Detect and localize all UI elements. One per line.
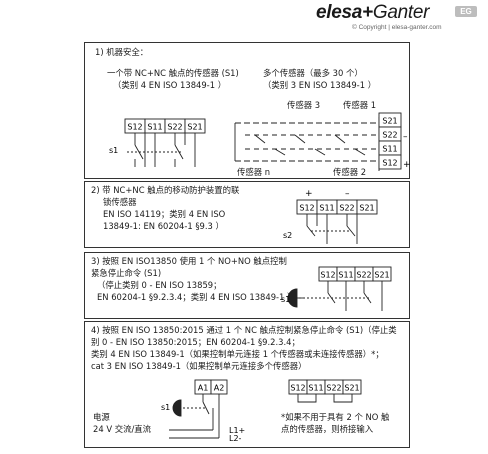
bridge-note-line2: 点的传感器，则桥接输入 xyxy=(281,424,374,434)
sensor2-label: 传感器 2 xyxy=(333,167,367,177)
logo-plus: + xyxy=(362,2,373,23)
section1-multi-line1: 多个传感器（最多 30 个） xyxy=(263,68,363,78)
terminal-s12: S12 xyxy=(299,204,314,213)
minus-sign: – xyxy=(345,189,350,199)
terminal-s11: S11 xyxy=(147,123,162,132)
power-label1: 电源 xyxy=(93,412,110,422)
right-terminal-s22: S22 xyxy=(382,131,397,140)
terminal-s11: S11 xyxy=(319,204,334,213)
terminal-s12: S12 xyxy=(127,123,142,132)
sensor-n-label: 传感器 n xyxy=(237,167,271,177)
section1-title: 1) 机器安全： xyxy=(95,47,149,57)
terminal-s21: S21 xyxy=(359,204,374,213)
section4-line2: 别 0 - EN ISO 13850:2015；EN 60204-1 §9.2.… xyxy=(91,337,300,347)
section2-line1: 2) 带 NC+NC 触点的移动防护装置的联 xyxy=(91,185,240,195)
sensor1-label: 传感器 1 xyxy=(343,100,377,110)
switch-contacts xyxy=(127,133,196,167)
section1-multi-line2: （类别 3 EN ISO 13849-1 ） xyxy=(263,80,377,90)
single-sensor-diagram: S12 S11 S22 S21 s1 xyxy=(109,118,206,167)
brand-logo: elesa+Ganter xyxy=(316,2,429,24)
section1-single-line2: （类别 4 EN ISO 13849-1 ） xyxy=(113,80,227,90)
plus-sign: + xyxy=(403,160,411,170)
section2-line3: EN ISO 14119；类别 4 EN ISO xyxy=(103,209,226,219)
bridge-note-line1: *如果不用于具有 2 个 NO 触 xyxy=(281,412,390,422)
section4-line1: 4) 按照 EN ISO 13850:2015 通过 1 个 NC 触点控制紧急… xyxy=(91,325,397,335)
switch-label-s1: s1 xyxy=(161,403,170,412)
sensor3-label: 传感器 3 xyxy=(287,100,321,110)
section3-line3: （停止类别 0 - EN ISO 13859； xyxy=(97,280,222,290)
terminal-s21: S21 xyxy=(344,384,359,393)
emergency-stop-no-diagram: S12 S11 S22 S21 s1 xyxy=(281,266,392,311)
right-terminal-s21: S21 xyxy=(382,117,397,126)
switch-label-s1: s1 xyxy=(109,146,118,155)
power-supply-diagram: A1 A2 s1 L1+ L2- xyxy=(161,379,245,443)
right-terminal-s12: S12 xyxy=(382,159,397,168)
section3-line4: EN 60204-1 §9.2.3.4；类别 4 EN ISO 13849-1 … xyxy=(97,292,296,302)
power-label2: 24 V 交流/直流 xyxy=(93,424,152,434)
terminal-s22: S22 xyxy=(167,123,182,132)
section3-line2: 紧急停止命令 (S1) xyxy=(91,268,162,278)
section4-line3: 类别 4 EN ISO 13849-1（如果控制单元连接 1 个传感器或未连接传… xyxy=(91,349,384,359)
logo-badge: EG xyxy=(455,6,477,17)
section2-line4: 13849-1: EN 60204-1 §9.3 ） xyxy=(103,221,224,231)
interlock-diagram: + – S12 S11 S22 S21 s2 xyxy=(283,189,378,244)
terminal-s22: S22 xyxy=(356,271,371,280)
terminal-s22: S22 xyxy=(339,204,354,213)
terminal-s11: S11 xyxy=(308,384,323,393)
section2-line2: 锁传感器 xyxy=(103,197,137,207)
terminal-a1: A1 xyxy=(198,384,209,393)
right-terminal-s11: S11 xyxy=(382,145,397,154)
l1-label: L1+ xyxy=(229,426,245,435)
logo-brand-ganter: Ganter xyxy=(372,2,430,23)
terminal-s22: S22 xyxy=(326,384,341,393)
logo-brand-elesa: elesa xyxy=(316,2,363,23)
plus-sign: + xyxy=(305,189,313,199)
section1-single-line1: 一个带 NC+NC 触点的传感器 (S1) xyxy=(107,68,239,78)
terminal-s12: S12 xyxy=(290,384,305,393)
section-interlock-sensor: 2) 带 NC+NC 触点的移动防护装置的联 锁传感器 EN ISO 14119… xyxy=(84,181,410,248)
terminal-s12: S12 xyxy=(320,271,335,280)
terminal-s21: S21 xyxy=(187,123,202,132)
copyright-text: © Copyright | elesa-ganter.com xyxy=(352,24,442,31)
switch-label-s2: s2 xyxy=(283,231,292,240)
section-emergency-stop-nc: 4) 按照 EN ISO 13850:2015 通过 1 个 NC 触点控制紧急… xyxy=(84,321,410,448)
section3-line1: 3) 按照 EN ISO13850 使用 1 个 NO+NO 触点控制 xyxy=(91,256,287,266)
terminal-s11: S11 xyxy=(338,271,353,280)
switch-label-s1: s1 xyxy=(281,295,290,304)
section-emergency-stop-no: 3) 按照 EN ISO13850 使用 1 个 NO+NO 触点控制 紧急停止… xyxy=(84,252,410,319)
section-machine-safety: 1) 机器安全： 一个带 NC+NC 触点的传感器 (S1) （类别 4 EN … xyxy=(84,42,411,179)
section4-line4: cat 3 EN ISO 13849-1（如果控制单元连接多个传感器） xyxy=(91,361,307,371)
bridge-diagram: S12 S11 S22 S21 xyxy=(288,379,362,403)
l2-label: L2- xyxy=(229,434,242,443)
terminal-a2: A2 xyxy=(214,384,225,393)
minus-sign: – xyxy=(403,132,408,142)
terminal-s21: S21 xyxy=(374,271,389,280)
multi-sensor-diagram: S21 S22 S11 S12 – + xyxy=(234,112,411,171)
